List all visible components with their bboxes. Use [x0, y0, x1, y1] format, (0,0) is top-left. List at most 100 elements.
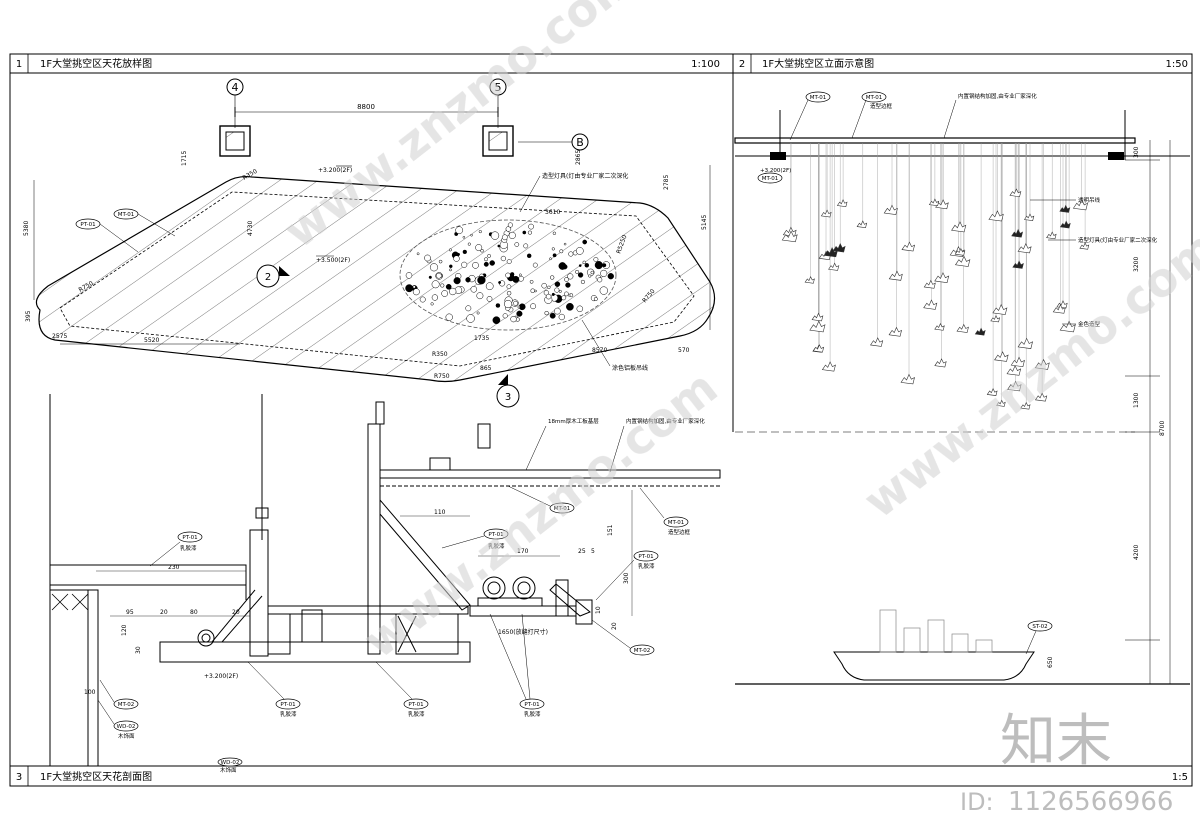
lamp-leaf	[934, 272, 950, 283]
panel-1-titlebar: 1 1F大堂挑空区天花放样图 1:100	[16, 57, 720, 70]
lamp-dot	[513, 300, 519, 306]
lamp-leaf	[809, 320, 826, 333]
sec-dim-20c: 20	[611, 622, 618, 630]
lamp-dot	[498, 281, 502, 284]
lamp-dot	[453, 277, 461, 285]
column-left	[219, 125, 251, 157]
tag-sec-wd02: WD-02 木饰面	[97, 699, 139, 740]
lamp-dot	[541, 282, 547, 289]
lamp-leaf	[1011, 228, 1024, 238]
svg-text:乳胶漆: 乳胶漆	[280, 710, 297, 718]
lamp-dot	[526, 253, 532, 259]
lamp-dot	[465, 277, 471, 283]
svg-text:MT-01: MT-01	[554, 506, 571, 512]
lamp-dot	[412, 285, 416, 289]
elev-note-frame: 造型边框	[870, 102, 893, 110]
lamp-leaf	[1034, 358, 1050, 370]
sheet-frame	[9, 53, 1193, 787]
lamp-dot	[470, 233, 473, 237]
lamp-dot	[523, 243, 529, 249]
lamp-leaf	[828, 262, 840, 271]
lamp-dot	[514, 242, 520, 247]
lamp-leaf	[988, 210, 1004, 222]
dim-4730: 4730	[247, 221, 254, 236]
elev-dim-8700: 8700	[1159, 421, 1166, 436]
lamp-dot	[478, 230, 482, 234]
tag-sec-pt01-b: PT-01 乳胶漆	[441, 528, 509, 550]
lamp-dot	[564, 277, 569, 282]
lamp-dot	[566, 302, 574, 311]
id-value: 1126566966	[1008, 787, 1173, 817]
lamp-dot	[476, 311, 480, 315]
lamp-leaf	[1056, 300, 1068, 309]
lamp-dot	[449, 264, 453, 269]
lamp-dot	[522, 230, 527, 235]
svg-text:PT-01: PT-01	[80, 222, 95, 228]
sec-note-board: 18mm厚木工板基层	[548, 417, 599, 425]
lamp-dot	[476, 292, 484, 300]
lamp-dot	[519, 273, 522, 277]
elevation-frame-left	[770, 152, 786, 160]
elevation-ceiling-slab	[734, 137, 1136, 144]
lamp-dot	[495, 303, 501, 308]
lamp-dot	[547, 285, 551, 289]
sec-dim-10: 10	[595, 606, 602, 614]
lamp-dot	[455, 226, 464, 235]
tag-sec-pt01-f: PT-01 乳胶漆	[489, 613, 545, 718]
lamp-dot	[530, 288, 535, 293]
axis-4-label: 4	[232, 81, 239, 94]
lamp-leaf	[954, 247, 966, 256]
lamp-dot	[577, 272, 584, 278]
lamp-dot	[453, 255, 460, 262]
lamp-leaf	[1059, 220, 1071, 229]
hanger-clip	[255, 507, 269, 519]
svg-text:木饰面: 木饰面	[220, 766, 237, 774]
tag-sec-pt01-c: PT-01 乳胶漆	[595, 550, 659, 601]
lamp-dot	[500, 255, 507, 262]
panel-3-number: 3	[16, 772, 22, 783]
lamp-dot	[502, 313, 508, 319]
lamp-dot	[441, 290, 449, 297]
lamp-dot	[466, 314, 475, 323]
dim-395: 395	[25, 310, 32, 322]
dim-865: 865	[480, 365, 492, 372]
lamp-dot	[602, 263, 607, 268]
lamp-dot	[431, 280, 440, 289]
brand-mark: 知末 ID: 1126566966	[960, 709, 1173, 817]
lamp-dot	[530, 303, 537, 310]
lamp-dot	[412, 288, 420, 296]
reception-bowl	[833, 651, 1035, 681]
tag-sec-pt01-a: PT-01 乳胶漆	[149, 531, 203, 567]
svg-text:PT-01: PT-01	[280, 702, 295, 708]
lamp-dot	[527, 230, 532, 235]
lamp-leaf	[928, 198, 940, 207]
svg-text:乳胶漆: 乳胶漆	[524, 710, 541, 718]
lamp-dot	[416, 252, 420, 256]
lamp-leaf	[1046, 231, 1057, 240]
display-blocks	[879, 609, 993, 653]
lamp-dot	[507, 222, 513, 228]
lamp-dot	[429, 263, 439, 272]
tag-elev-mt01-a: MT-01	[789, 91, 831, 141]
lamp-dot	[405, 272, 413, 279]
section-left-wall	[49, 394, 247, 767]
svg-text:木饰面: 木饰面	[118, 732, 135, 740]
lamp-dot	[510, 315, 517, 323]
lamp-dot	[607, 273, 614, 280]
lamp-dot	[424, 254, 431, 262]
elev-level: +3.200(2F)	[760, 168, 791, 174]
lamp-leaf	[1010, 356, 1025, 368]
svg-text:MT-01: MT-01	[668, 520, 685, 526]
lamp-dot	[506, 284, 512, 290]
lamp-dot	[483, 261, 489, 267]
panel-2-titlebar: 2 1F大堂挑空区立面示意图 1:50	[739, 57, 1188, 70]
section-dims: 230 95 20 80 20 120 30 100 110 170 25 5 …	[84, 490, 633, 696]
svg-text:MT-01: MT-01	[866, 95, 883, 101]
lamp-leaf	[1023, 213, 1035, 221]
tag-sec-wd02-b: WD-02 木饰面	[217, 757, 243, 774]
dim-span-label: 8800	[357, 103, 375, 111]
section-drawing: 230 95 20 80 20 120 30 100 110 170 25 5 …	[49, 394, 721, 774]
elev-dim-4200: 4200	[1133, 545, 1140, 560]
lamp-dot	[567, 293, 571, 297]
